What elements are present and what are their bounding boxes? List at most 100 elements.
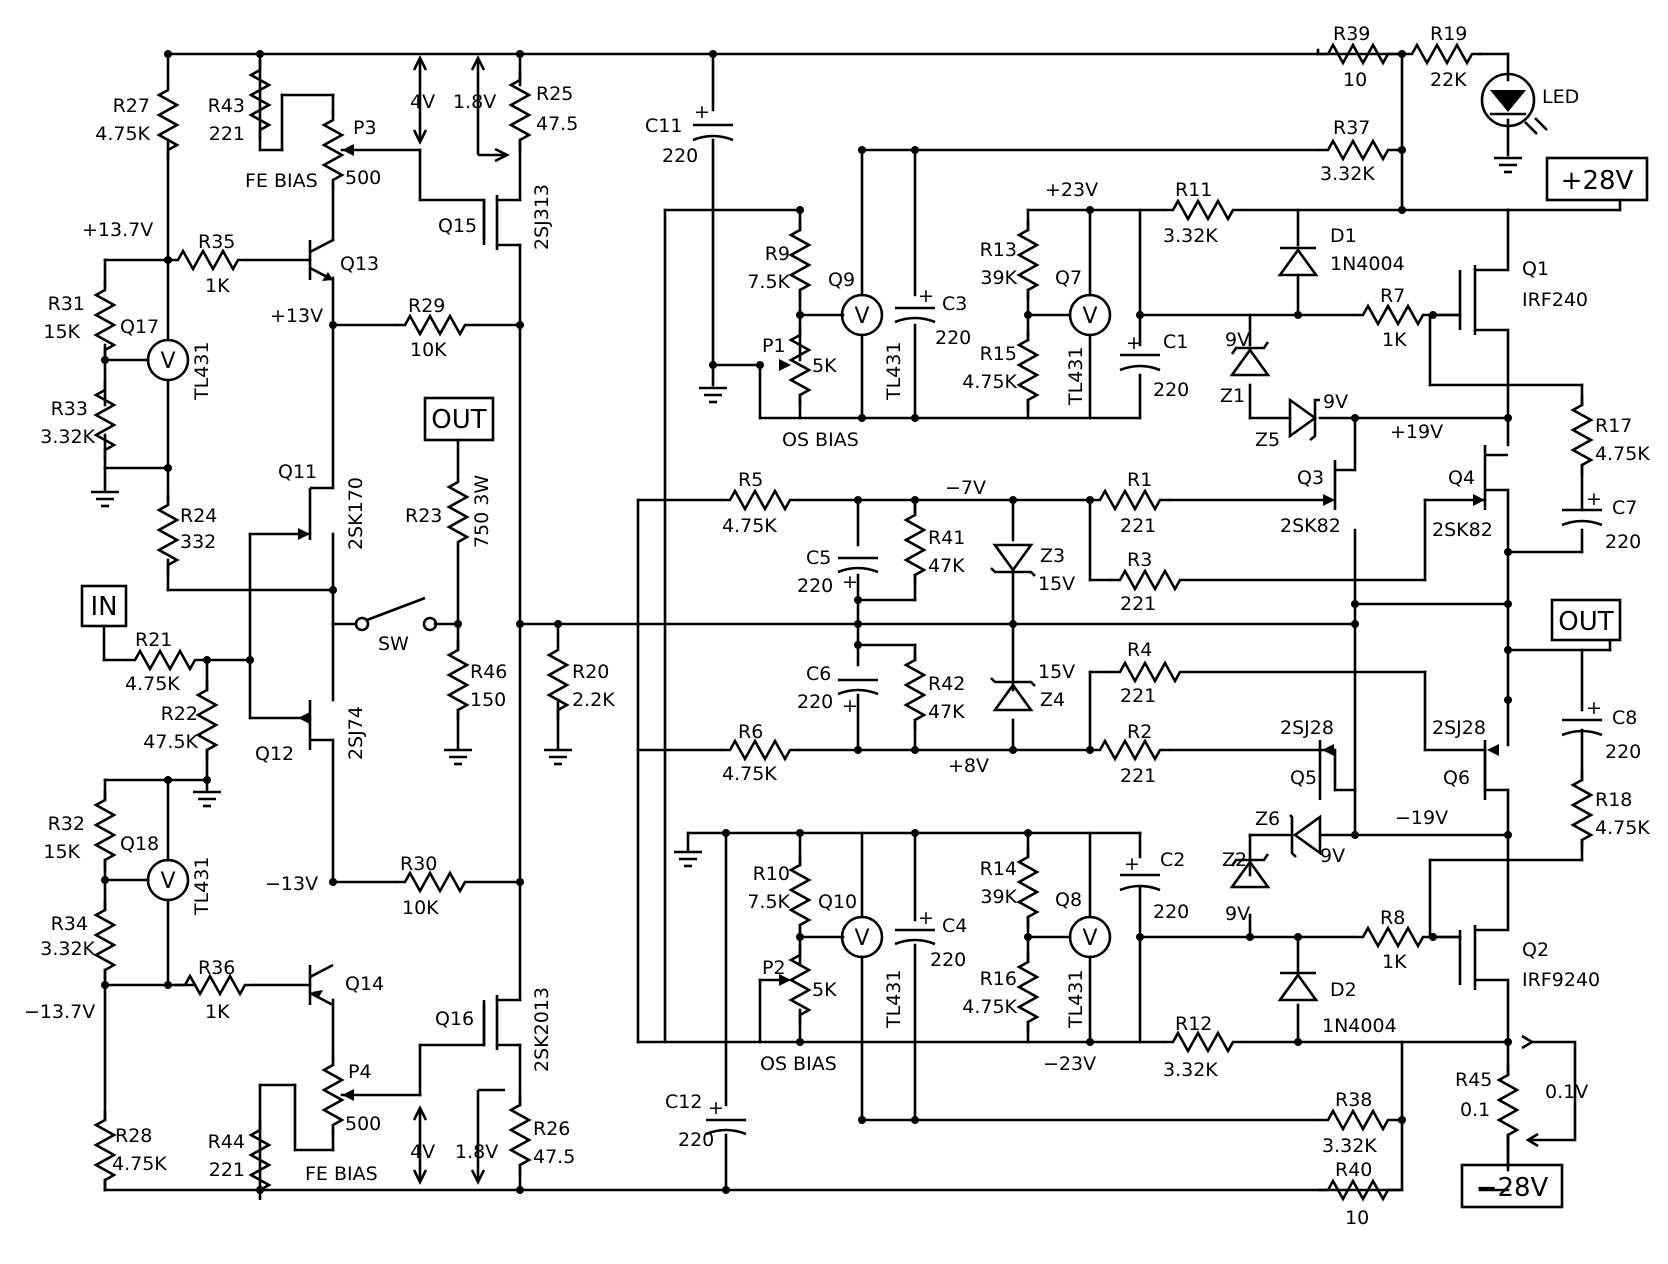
label-Q1: Q1 [1522,258,1549,280]
label-R9-value: 7.5K [747,271,790,293]
label-R22: R22 [161,703,198,725]
regulator-Q8: V [1068,915,1112,959]
label-Z1: Z1 [1220,385,1245,407]
label-R2-value: 221 [1120,765,1156,787]
resistor-R10 [789,853,811,937]
resistor-R22 [196,678,218,762]
resistor-R12 [1161,1031,1245,1053]
label-D2: D2 [1330,979,1357,1001]
label-C7: C7 [1612,497,1637,519]
label-R12: R12 [1175,1013,1212,1035]
resistor-R17 [1571,393,1593,477]
label-R34: R34 [51,913,88,935]
resistor-R28 [94,1108,116,1192]
label-R26: R26 [533,1118,570,1140]
zener-Z1 [1229,341,1271,377]
label-D1: D1 [1330,225,1357,247]
label-R22-value: 47.5K [143,731,198,753]
label-R15: R15 [980,343,1017,365]
resistor-R18 [1571,768,1593,852]
label-R4: R4 [1127,639,1152,661]
svg-text:+: + [918,907,934,929]
potentiometer-P2 [779,943,811,1027]
label-R29: R29 [408,295,445,317]
svg-text:+: + [1124,853,1140,875]
terminal-out-right: OUT [1558,607,1613,637]
label-plus13v: +13V [270,305,323,327]
label-Q1-type: IRF240 [1522,289,1588,311]
label-minus13v: −13V [265,873,318,895]
label-R30-value: 10K [402,897,439,919]
svg-text:+: + [842,571,858,593]
terminal-out-left-box [423,396,495,442]
label-R46: R46 [470,661,507,683]
capacitor-C12: + [705,1097,747,1136]
label-13-7v: +13.7V [82,219,153,241]
resistor-R7 [1351,304,1435,326]
label-Q8: Q8 [1055,889,1082,911]
transistor-Q5 [1318,740,1334,800]
label-Q15-type: 2SJ313 [531,184,553,250]
resistor-R9 [789,218,811,302]
resistor-R2 [1088,739,1172,761]
ground-icon [1492,156,1524,174]
resistor-R16 [1017,950,1039,1034]
label-R13-value: 39K [980,267,1017,289]
label-Q9: Q9 [828,269,855,291]
label-R13: R13 [980,239,1017,261]
resistor-R26 [509,1093,531,1177]
terminal-plus28: +28V [1561,166,1634,196]
label-Q7: Q7 [1055,267,1082,289]
label-C4-value: 220 [930,949,966,971]
label-R16-value: 4.75K [962,996,1017,1018]
ground-icon [442,748,474,766]
label-R18-value: 4.75K [1595,817,1650,839]
label-R32: R32 [48,813,85,835]
label-Q4: Q4 [1448,467,1475,489]
label-R34-value: 3.32K [40,938,95,960]
capacitor-C11: + [692,101,734,142]
label-P4-value: 500 [345,1113,381,1135]
zener-Z4 [990,677,1036,712]
component-labels: R27 4.75K R43 221 P3 500 FE BIAS 4V 1.8V… [24,23,1650,1229]
resistor-R42 [904,648,926,732]
transistor-Q13 [308,238,334,282]
label-R25-value: 47.5 [536,113,578,135]
terminal-minus28-box [1460,1163,1564,1209]
label-R7: R7 [1380,285,1405,307]
regulator-Q7: V [1068,293,1112,337]
label-Q15: Q15 [438,215,477,237]
label-Z3-value: 15V [1038,573,1075,595]
label-Q2: Q2 [1522,939,1549,961]
label-D1-type: 1N4004 [1330,253,1405,275]
label-R27-value: 4.75K [95,123,150,145]
label-R14: R14 [980,858,1017,880]
label-R5-value: 4.75K [722,515,777,537]
resistor-R37 [1316,139,1400,161]
label-R4-value: 221 [1120,685,1156,707]
label-R10-value: 7.5K [747,891,790,913]
label-C1: C1 [1163,331,1188,353]
label-R39: R39 [1333,23,1370,45]
transistor-Q14 [308,963,334,1007]
label-os-bias-bottom: OS BIAS [760,1053,837,1075]
label-Q16: Q16 [435,1008,474,1030]
label-R42-value: 47K [928,701,965,723]
ground-icon [542,748,574,766]
label-Q11: Q11 [278,461,317,483]
capacitor-C3: + [894,285,936,324]
label-Z5-value: 9V [1323,391,1348,413]
label-os-bias-top: OS BIAS [782,429,859,451]
label-R24-value: 332 [180,531,216,553]
potentiometer-P3 [322,108,354,192]
label-C1-value: 220 [1153,379,1189,401]
label-fe-bias-top: FE BIAS [245,170,318,192]
label-R44-value: 221 [209,1159,245,1181]
label-P4: P4 [348,1061,372,1083]
label-Z4-value: 15V [1038,661,1075,683]
svg-text:+: + [1586,697,1602,719]
resistor-R35 [166,249,250,271]
label-R6: R6 [738,721,763,743]
label-R43: R43 [208,95,245,117]
capacitor-C6: + [837,678,879,717]
